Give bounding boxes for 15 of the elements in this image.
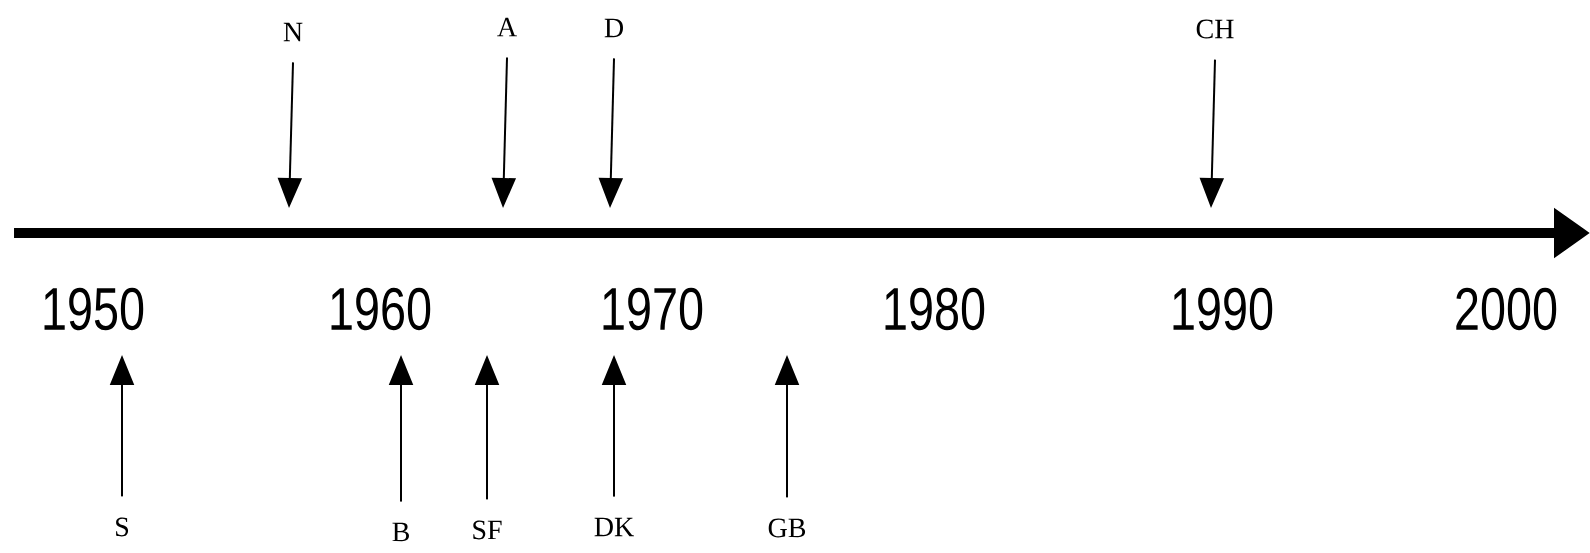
country-label: GB	[768, 518, 806, 538]
country-label: S	[116, 517, 129, 537]
country-label: CH	[1196, 19, 1234, 39]
country-label: A	[497, 17, 517, 37]
country-label: B	[392, 522, 409, 542]
country-label: N	[283, 22, 303, 42]
country-label: DK	[594, 517, 634, 537]
year-label: 1950	[44, 287, 144, 331]
country-label: D	[604, 18, 623, 38]
year-label: 1960	[331, 287, 431, 331]
year-label: 1970	[603, 287, 703, 331]
year-label: 1990	[1173, 287, 1273, 331]
year-label: 1980	[885, 287, 985, 331]
year-label: 2000	[1456, 287, 1557, 331]
country-label: SF	[473, 520, 502, 540]
